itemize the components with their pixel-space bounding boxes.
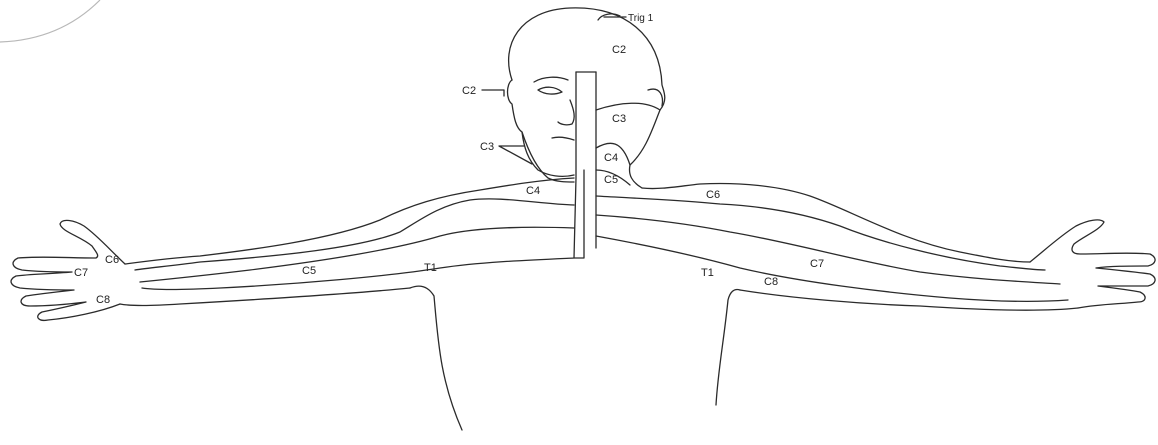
label-c6-left: C6 — [105, 254, 119, 266]
left-t1-band — [142, 258, 574, 290]
label-c7-right: C7 — [810, 258, 824, 270]
midline-left — [574, 72, 584, 258]
right-arm-bottom — [740, 290, 1078, 310]
left-arm-bottom — [120, 288, 410, 306]
label-c6-right: C6 — [706, 189, 720, 201]
label-c3-right: C3 — [612, 113, 626, 125]
label-c3-left: C3 — [480, 141, 494, 153]
left-arm-top — [125, 178, 574, 264]
label-c4-right: C4 — [604, 152, 618, 164]
left-c4-band — [135, 199, 574, 270]
left-torso — [410, 286, 462, 430]
label-c5-left: C5 — [302, 265, 316, 277]
head-outline — [509, 8, 665, 188]
label-t1-left: T1 — [424, 262, 437, 274]
label-c2-left: C2 — [462, 85, 476, 97]
corner-arc — [0, 0, 100, 42]
label-c5-right: C5 — [604, 174, 618, 186]
ear-outline — [648, 89, 662, 106]
c3-leader — [499, 146, 532, 164]
right-hand — [1030, 220, 1155, 308]
nose-outline — [558, 100, 574, 125]
label-c8-right: C8 — [764, 276, 778, 288]
label-c2-top: C2 — [612, 44, 626, 56]
label-c4-left: C4 — [526, 185, 540, 197]
label-c8-left: C8 — [96, 294, 110, 306]
mouth-outline — [552, 137, 574, 140]
right-arm-top — [642, 184, 1030, 263]
right-c7-band — [596, 236, 1068, 301]
label-c7-left: C7 — [74, 267, 88, 279]
right-torso — [716, 289, 740, 405]
eye-outline — [538, 87, 562, 94]
brow-outline — [534, 77, 568, 82]
label-t1-right: T1 — [701, 267, 714, 279]
c2-c3-boundary — [596, 103, 660, 110]
label-trig1: Trig 1 — [628, 13, 654, 24]
face-outline — [508, 80, 575, 176]
c2-leader — [482, 90, 504, 96]
left-c5-band — [140, 227, 574, 282]
